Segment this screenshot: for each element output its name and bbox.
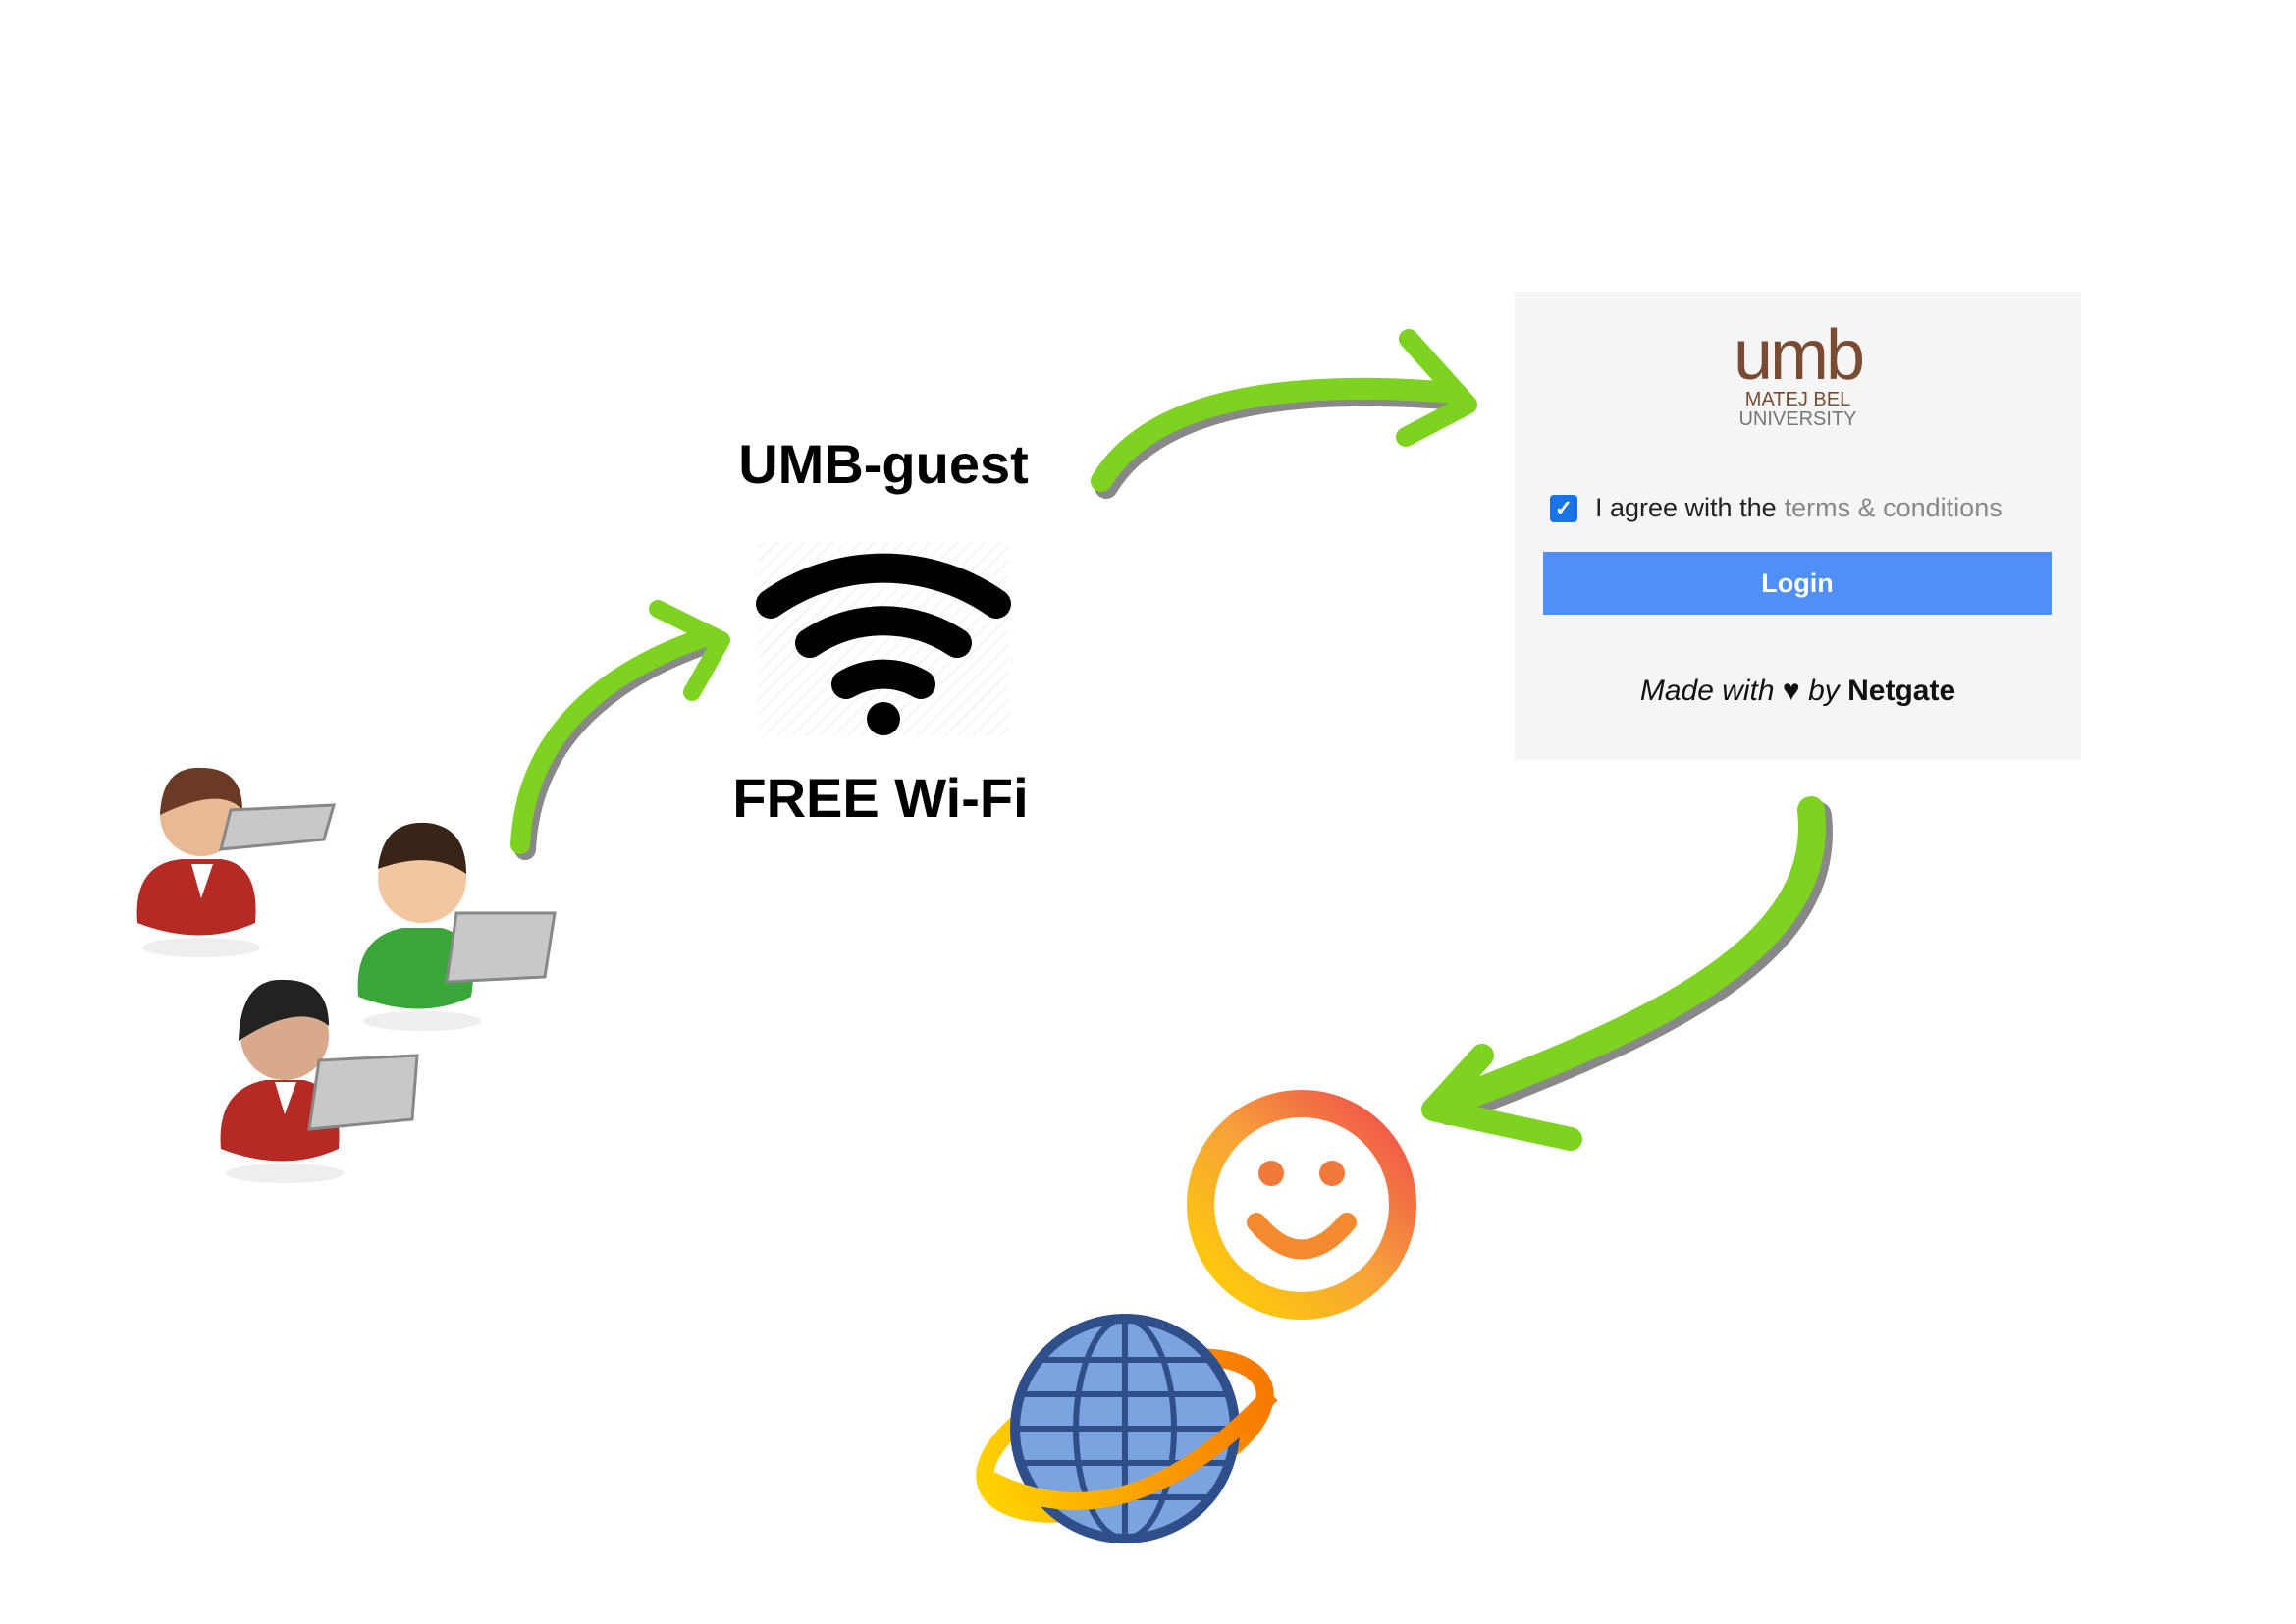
logo-line1: MATEJ BEL [1744,389,1851,410]
arrow-users-to-wifi [510,600,730,860]
arrow-portal-to-internet [1421,796,1833,1151]
globe-icon [976,1314,1278,1543]
terms-link[interactable]: terms & conditions [1784,493,2002,522]
footer-credit: Made with ♥ by Netgate [1515,675,2081,708]
umb-logo: umb MATEJ BEL UNIVERSITY [1515,316,2081,430]
arrow-wifi-to-portal [1091,329,1477,499]
captive-portal-panel: umb MATEJ BEL UNIVERSITY ✓ I agree with … [1515,292,2081,760]
brand-name: Netgate [1847,675,1956,707]
check-icon: ✓ [1554,495,1574,520]
smiley-icon [1187,1090,1416,1320]
logo-mark: umb [1733,316,1865,395]
by-text: by [1808,675,1840,707]
agree-row: ✓ I agree with the terms & conditions [1550,493,2002,523]
agree-checkbox[interactable]: ✓ [1550,494,1577,522]
heart-icon: ♥ [1782,675,1800,707]
network-ssid: UMB-guest [738,433,1029,495]
logo-line2: UNIVERSITY [1738,408,1857,430]
users-with-laptops-icon [136,767,557,1183]
login-button[interactable]: Login [1543,552,2052,615]
wifi-caption: FREE Wi-Fi [732,767,1029,829]
made-with-text: Made with [1639,675,1775,707]
wifi-icon [756,542,1011,736]
agree-text: I agree with the [1595,493,1777,522]
